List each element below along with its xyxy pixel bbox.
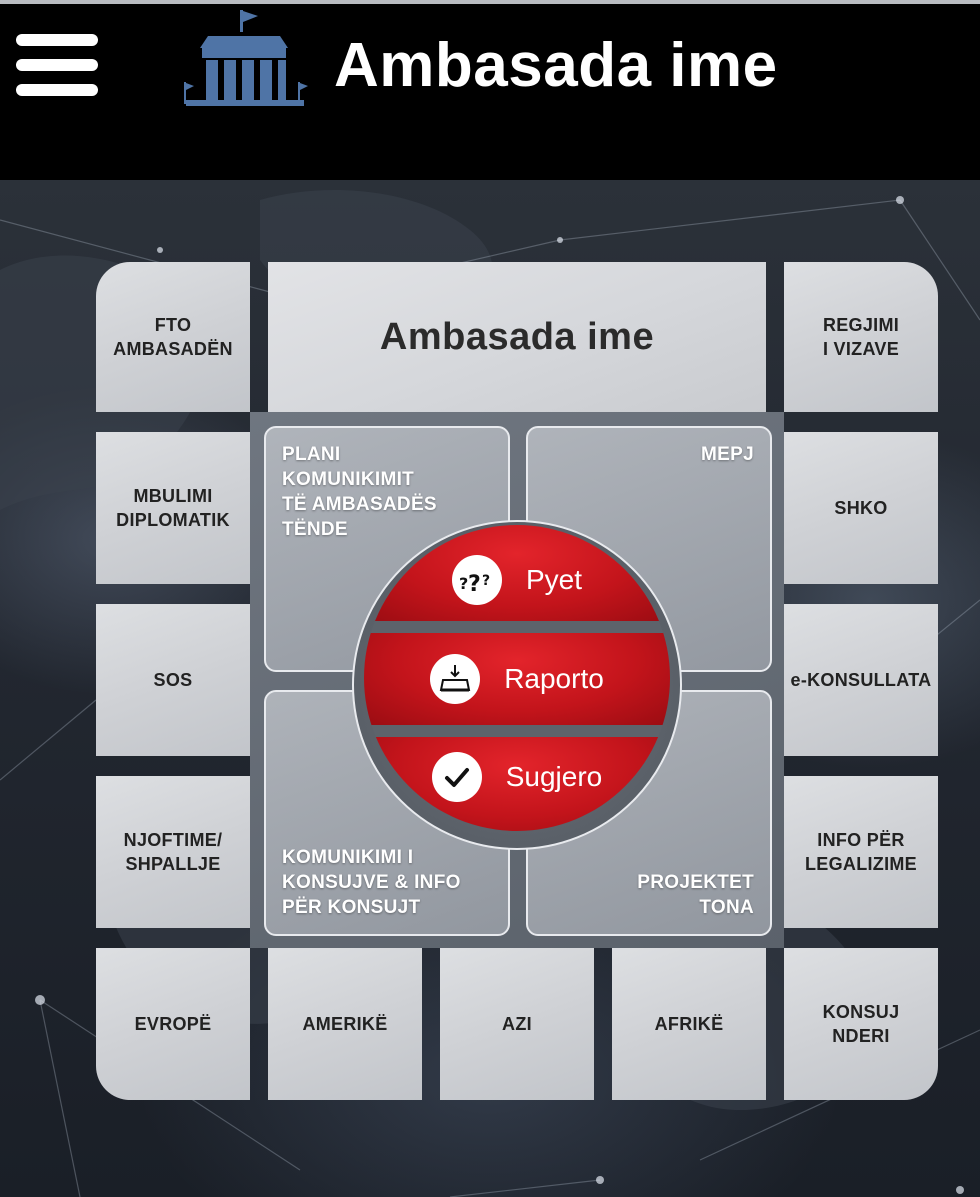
app-header: Ambasada ime	[0, 4, 980, 180]
tile-afrike[interactable]: AFRIKË	[612, 948, 766, 1100]
menu-bar	[16, 34, 98, 46]
top-border	[0, 0, 980, 4]
tile-azi[interactable]: AZI	[440, 948, 594, 1100]
tile-label: EVROPË	[134, 1014, 212, 1034]
tile-njoftime-shpallje[interactable]: NJOFTIME/ SHPALLJE	[96, 776, 250, 928]
quad-label: KOMUNIKIMI I KONSUJVE & INFO PËR KONSUJT	[282, 847, 461, 918]
tile-label: INFO PËR LEGALIZIME	[805, 830, 917, 874]
tile-label: FTO AMBASADËN	[113, 315, 233, 359]
action-hub: ? ? ? Pyet Raporto Sugjero	[364, 525, 670, 831]
tile-label: SOS	[153, 670, 193, 690]
tile-label: NJOFTIME/ SHPALLJE	[123, 830, 223, 874]
quad-label: MEPJ	[701, 444, 754, 465]
tile-label: MBULIMI DIPLOMATIK	[116, 486, 230, 530]
embassy-building-icon	[180, 8, 310, 108]
report-inbox-icon	[430, 654, 481, 704]
tile-shko[interactable]: SHKO	[784, 432, 938, 584]
tile-label: AZI	[502, 1014, 532, 1034]
svg-text:?: ?	[482, 573, 490, 589]
ask-button[interactable]: ? ? ? Pyet	[364, 525, 670, 621]
tile-mbulimi-diplomatik[interactable]: MBULIMI DIPLOMATIK	[96, 432, 250, 584]
menu-bar	[16, 59, 98, 71]
report-label: Raporto	[504, 663, 604, 694]
tile-label: AFRIKË	[654, 1014, 724, 1034]
hub-separator	[364, 621, 670, 633]
tile-label: AMERIKË	[302, 1014, 388, 1034]
tile-fto-ambasaden[interactable]: FTO AMBASADËN	[96, 262, 250, 412]
tile-e-konsullata[interactable]: e-KONSULLATA	[784, 604, 938, 756]
report-button[interactable]: Raporto	[364, 633, 670, 725]
app-title: Ambasada ime	[334, 31, 778, 100]
tile-evrope[interactable]: EVROPË	[96, 948, 250, 1100]
hamburger-menu-button[interactable]	[16, 34, 100, 100]
checkmark-icon	[431, 752, 482, 802]
hub-separator	[364, 725, 670, 737]
tile-label: e-KONSULLATA	[790, 670, 932, 690]
tile-regjimi-i-vizave[interactable]: REGJIMI I VIZAVE	[784, 262, 938, 412]
tile-info-per-legalizime[interactable]: INFO PËR LEGALIZIME	[784, 776, 938, 928]
suggest-label: Sugjero	[505, 761, 603, 792]
tile-label: REGJIMI I VIZAVE	[822, 315, 900, 359]
tile-amerike[interactable]: AMERIKË	[268, 948, 422, 1100]
tile-label: KONSUJ NDERI	[822, 1002, 900, 1046]
quad-label: PROJEKTET TONA	[637, 872, 754, 918]
board-title: Ambasada ime	[379, 316, 655, 358]
tile-konsuj-nderi[interactable]: KONSUJ NDERI	[784, 948, 938, 1100]
question-marks-icon: ? ? ?	[451, 555, 502, 605]
menu-bar	[16, 84, 98, 96]
tile-label: SHKO	[834, 498, 888, 518]
svg-text:?: ?	[459, 574, 468, 593]
svg-text:?: ?	[468, 572, 481, 595]
suggest-button[interactable]: Sugjero	[364, 737, 670, 831]
board-title-tile: Ambasada ime	[268, 262, 766, 412]
tile-sos[interactable]: SOS	[96, 604, 250, 756]
quad-label: PLANI KOMUNIKIMIT TË AMBASADËS TËNDE	[282, 444, 437, 540]
ask-label: Pyet	[525, 564, 583, 595]
